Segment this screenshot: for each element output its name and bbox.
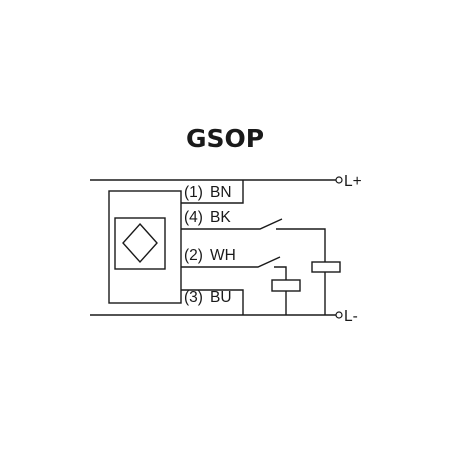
positive-terminal (335, 176, 343, 184)
sensor-symbol-diamond (122, 222, 158, 264)
load-1 (311, 261, 341, 273)
wire-label-pin-3: (3) (184, 289, 203, 306)
wire-bk-lead (181, 218, 283, 230)
wire-label-color-bk: BK (210, 209, 231, 226)
load-2 (271, 279, 301, 292)
wire-label-color-wh: WH (210, 247, 236, 264)
wire-label-pin-2: (2) (184, 247, 203, 264)
diagram-title: GSOP (186, 124, 264, 153)
negative-terminal (335, 311, 343, 319)
positive-rail-label: L+ (344, 173, 362, 190)
wire-bk-out (276, 228, 326, 262)
wire-label-pin-4: (4) (184, 209, 203, 226)
wire-label-color-bn: BN (210, 184, 232, 201)
wire-bu (181, 289, 244, 315)
negative-rail-label: L- (344, 308, 358, 325)
wire-wh-lead (181, 256, 281, 268)
wire-label-pin-1: (1) (184, 184, 203, 201)
wire-bn (181, 180, 244, 204)
wire-wh-out (274, 266, 287, 280)
wire-label-color-bu: BU (210, 289, 232, 306)
